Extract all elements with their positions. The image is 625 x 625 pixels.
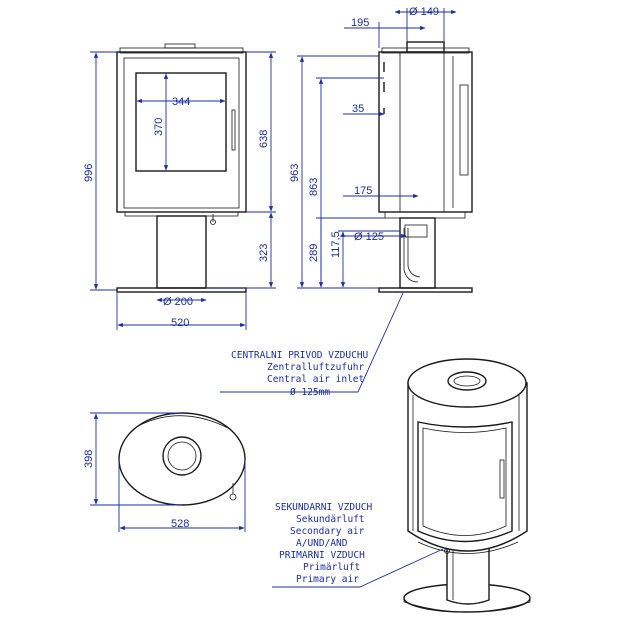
dim-175: 175: [354, 185, 372, 197]
dim-195: 195: [351, 17, 369, 29]
front-view-dimensions: 344 370 638 323 996 Ø 200 520: [83, 51, 276, 330]
dim-638: 638: [258, 130, 270, 148]
sec-air-line-1: SEKUNDARNI VZDUCH: [275, 502, 373, 513]
sec-air-line-2: Sekundärluft: [296, 514, 365, 525]
side-view-dimensions: Ø 149 195 35 175 Ø 125 963 863 289 117,5: [289, 6, 457, 289]
top-view-dimensions: 398 528: [83, 412, 246, 532]
dim-125: Ø 125: [354, 231, 384, 243]
sec-air-line-5: PRIMARNI VZDUCH: [279, 550, 365, 561]
dim-528: 528: [171, 518, 189, 530]
dim-963: 963: [289, 164, 301, 182]
central-air-line-1: CENTRALNI PRIVOD VZDUCHU: [231, 350, 369, 361]
perspective-view: [403, 358, 531, 613]
central-air-line-3: Central air inlet: [267, 374, 364, 385]
dim-996: 996: [83, 164, 95, 182]
sec-air-line-6: Primärluft: [303, 562, 360, 573]
central-air-note: CENTRALNI PRIVOD VZDUCHU Zentralluftzufu…: [220, 292, 404, 398]
dim-200: Ø 200: [163, 296, 193, 308]
central-air-size: Ø 125mm: [290, 387, 330, 398]
dim-398: 398: [83, 450, 95, 468]
front-view: [116, 43, 247, 293]
sec-air-line-7: Primary air: [296, 574, 359, 585]
top-view: [118, 412, 246, 506]
dim-289: 289: [308, 244, 320, 262]
dim-863: 863: [308, 178, 320, 196]
dim-323: 323: [258, 244, 270, 262]
secondary-air-note: SEKUNDARNI VZDUCH Sekundärluft Secondary…: [272, 502, 444, 588]
dim-520: 520: [171, 317, 189, 329]
dim-35: 35: [352, 103, 364, 115]
dim-149: Ø 149: [409, 6, 439, 18]
side-view: [378, 41, 473, 293]
dim-344: 344: [172, 96, 190, 108]
dim-370: 370: [153, 118, 165, 136]
sec-air-line-3: Secondary air: [290, 526, 365, 537]
central-air-line-2: Zentralluftzufuhr: [267, 362, 365, 373]
dim-117-5: 117,5: [330, 231, 342, 258]
sec-air-line-4: A/UND/AND: [296, 538, 348, 549]
